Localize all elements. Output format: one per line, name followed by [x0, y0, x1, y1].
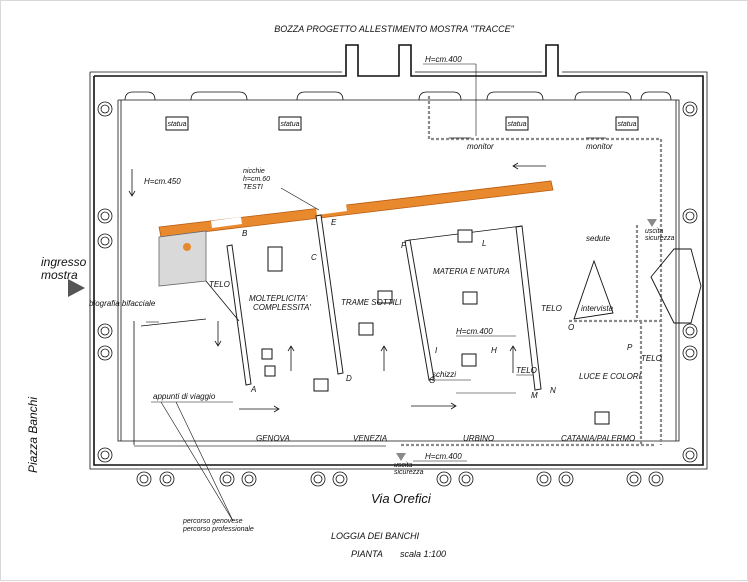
- point-label: O: [568, 323, 574, 332]
- point-label: G: [429, 376, 435, 385]
- city-label: VENEZIA: [353, 434, 387, 443]
- monitor-label: monitor: [586, 142, 613, 151]
- entrance-label: mostra: [41, 268, 78, 282]
- footer-plan: PIANTA: [351, 549, 383, 559]
- height-label: H=cm.400: [425, 55, 462, 64]
- entrance-label: ingresso: [41, 255, 87, 269]
- statue-marker: [615, 116, 639, 131]
- interview-label: intervista: [581, 304, 614, 313]
- point-label: H: [491, 346, 497, 355]
- point-label: D: [346, 374, 352, 383]
- niches-height-label: h=cm.60: [243, 176, 270, 183]
- point-label: L: [482, 239, 486, 248]
- top-arches: [124, 91, 672, 101]
- statue-row: statua statua statua statua: [165, 116, 639, 131]
- plan-title: BOZZA PROGETTO ALLESTIMENTO MOSTRA "TRAC…: [274, 24, 514, 34]
- statue-marker: [165, 116, 189, 131]
- emergency-exit-label: sicurezza: [645, 235, 675, 242]
- telo-label: TELO: [209, 280, 230, 289]
- grey-block: [158, 230, 207, 287]
- statue-marker: [278, 116, 302, 131]
- outer-wall: [89, 44, 708, 470]
- point-label: I: [435, 346, 438, 355]
- biography-label: biografia bifacciale: [89, 299, 156, 308]
- point-label: C: [311, 253, 317, 262]
- display-panels: [133, 214, 542, 445]
- sketches-label: schizzi: [432, 370, 456, 379]
- entrance-arrow-icon: [68, 279, 85, 297]
- leader-lines: [146, 63, 533, 522]
- room-label: MOLTEPLICITA': [249, 294, 308, 303]
- point-label: M: [531, 391, 538, 400]
- height-label: H=cm.400: [456, 327, 493, 336]
- telo-label: TELO: [541, 304, 562, 313]
- emergency-exit-label: uscita: [394, 462, 412, 469]
- height-label: H=cm.450: [144, 177, 181, 186]
- street-label: Via Orefici: [371, 491, 432, 506]
- exit-marker-icon: [647, 219, 657, 227]
- statue-label: statua: [617, 121, 636, 128]
- route-label: percorso genovese: [182, 518, 243, 525]
- room-label: COMPLESSITA': [253, 303, 311, 312]
- emergency-exit-shape: [650, 248, 702, 324]
- statue-label: statua: [280, 121, 299, 128]
- display-objects: [261, 229, 610, 425]
- room-label: LUCE E COLORI: [579, 372, 642, 381]
- point-label: F: [401, 241, 407, 250]
- point-label: B: [242, 229, 248, 238]
- room-label: MATERIA E NATURA: [433, 267, 510, 276]
- orange-marker: [183, 243, 191, 251]
- point-label: E: [331, 218, 337, 227]
- emergency-exit-label: uscita: [645, 228, 663, 235]
- exit-marker-icon: [396, 453, 406, 461]
- seats-label: sedute: [586, 234, 611, 243]
- room-label: TRAME SOTTILI: [341, 298, 402, 307]
- footer-title: LOGGIA DEI BANCHI: [331, 531, 420, 541]
- street-label: Piazza Banchi: [26, 397, 40, 473]
- telo-label: TELO: [516, 366, 537, 375]
- telo-label: TELO: [641, 354, 662, 363]
- niches-label: nicchie: [243, 168, 265, 175]
- emergency-exit-label: sicurezza: [394, 469, 424, 476]
- flow-arrows: [128, 162, 546, 413]
- city-label: GENOVA: [256, 434, 290, 443]
- point-label: P: [627, 343, 633, 352]
- statue-label: statua: [167, 121, 186, 128]
- city-label: URBINO: [463, 434, 494, 443]
- orange-wall-niches: [211, 204, 347, 228]
- monitor-label: monitor: [467, 142, 494, 151]
- grey-partitions: [134, 96, 663, 447]
- statue-label: statua: [507, 121, 526, 128]
- columns: [97, 101, 698, 487]
- footer-scale: scala 1:100: [400, 549, 446, 559]
- interview-triangle: [573, 259, 614, 320]
- niches-texts-label: TESTI: [243, 184, 263, 191]
- orange-text-wall: [158, 180, 554, 238]
- point-label: N: [550, 386, 556, 395]
- travel-notes-label: appunti di viaggio: [153, 392, 216, 401]
- height-label: H=cm.400: [425, 452, 462, 461]
- route-label: percorso professionale: [182, 526, 254, 533]
- point-label: A: [250, 385, 256, 394]
- city-label: CATANIA/PALERMO: [561, 434, 635, 443]
- statue-marker: [505, 116, 529, 131]
